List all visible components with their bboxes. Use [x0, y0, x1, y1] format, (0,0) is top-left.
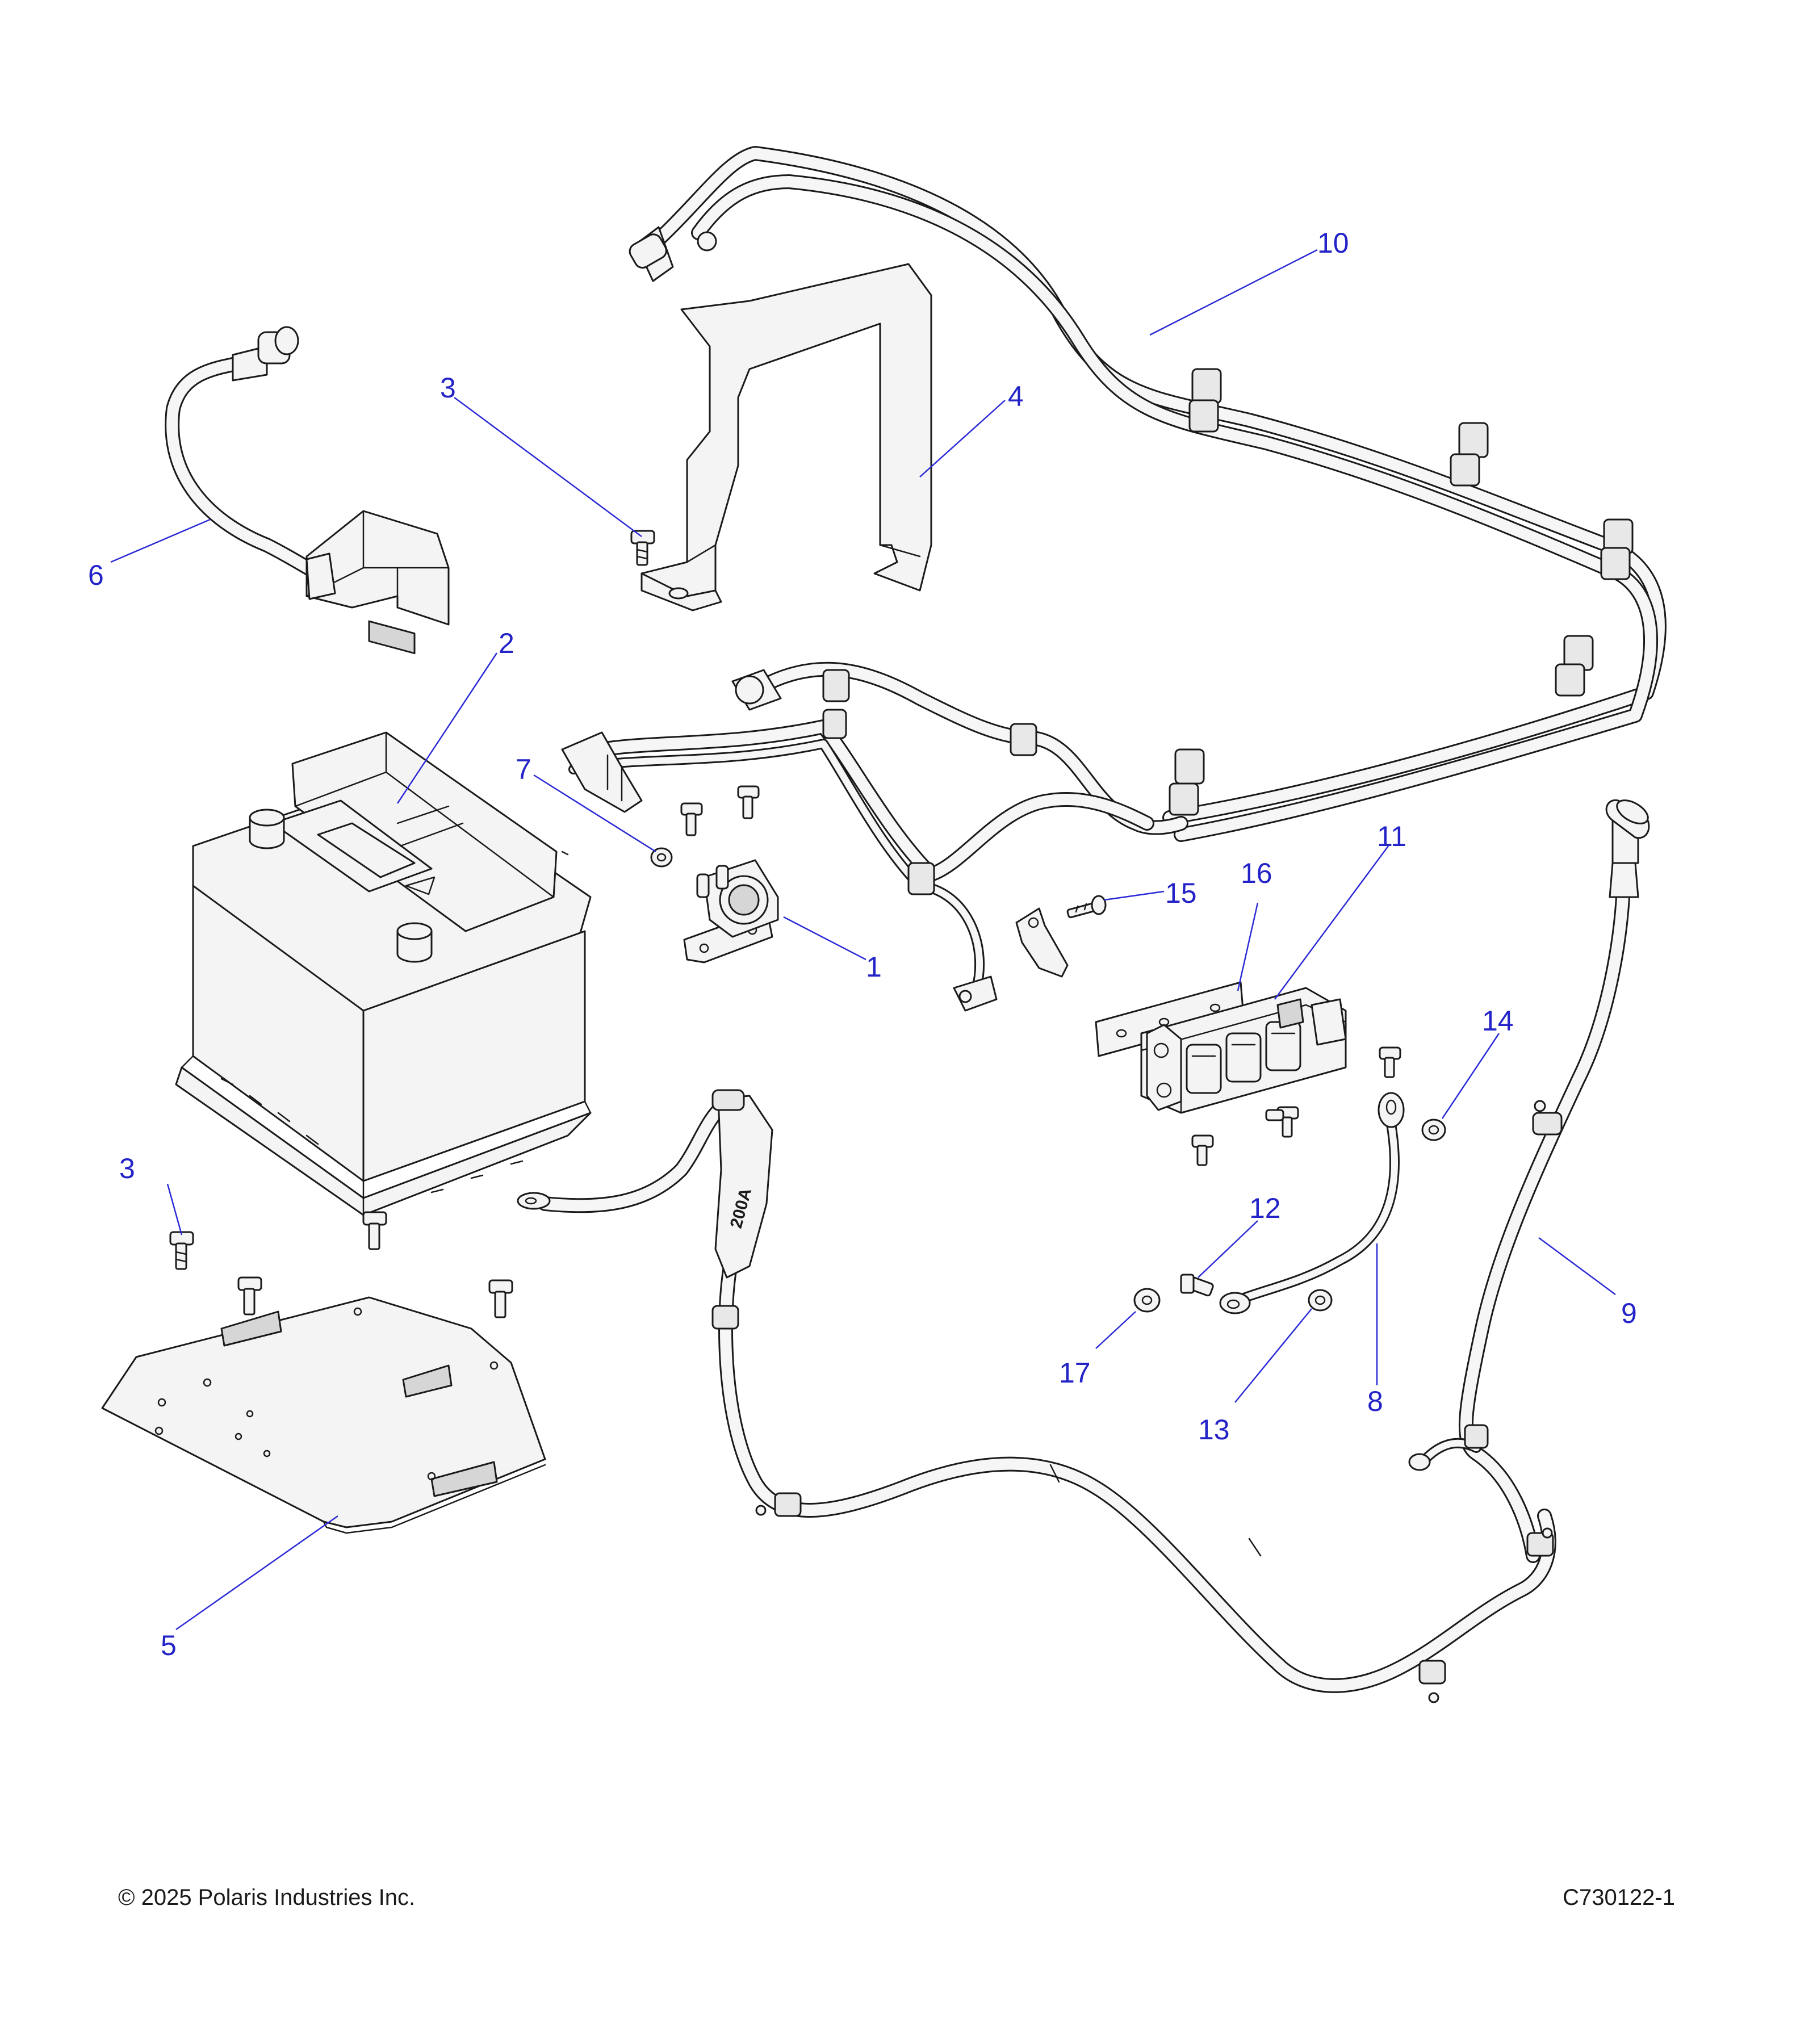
- callout-labels: 1 2 3 3 4 5 6 7 8 9 10 11 12 13 14 15 16…: [88, 227, 1637, 1661]
- callout-14: 14: [1482, 1005, 1514, 1037]
- bolt: [362, 1211, 387, 1250]
- figure-id-text: C730122-1: [1563, 1885, 1675, 1910]
- callout-4: 4: [1008, 380, 1024, 412]
- part-2-battery: [175, 731, 592, 1216]
- part-3-bolts: [169, 530, 760, 1318]
- part-12-bolt: [1180, 1274, 1214, 1297]
- callout-10: 10: [1317, 227, 1349, 259]
- bolt: [680, 802, 703, 836]
- leader-lines: [110, 249, 1616, 1631]
- battery-terminals: [249, 809, 433, 963]
- copyright-text: © 2025 Polaris Industries Inc.: [118, 1885, 415, 1910]
- callout-1: 1: [866, 951, 882, 983]
- bolt: [169, 1231, 194, 1270]
- part-1-solenoid: [683, 859, 779, 964]
- part-17-washer: [1133, 1288, 1161, 1313]
- fused-battery-cable: 200A: [517, 1089, 1556, 1703]
- callout-9: 9: [1621, 1297, 1637, 1329]
- part-8-ground-strap: [1219, 1092, 1405, 1314]
- callout-2: 2: [499, 627, 514, 659]
- part-4-battery-bracket: [640, 263, 932, 611]
- callout-3-lower: 3: [119, 1153, 135, 1184]
- bolt: [488, 1279, 513, 1318]
- part-13-nut: [1308, 1289, 1333, 1312]
- callout-11: 11: [1377, 820, 1406, 852]
- callout-5: 5: [161, 1630, 177, 1661]
- callout-15: 15: [1165, 877, 1197, 909]
- callout-12: 12: [1249, 1192, 1281, 1224]
- bolt: [237, 1276, 262, 1316]
- callout-7: 7: [516, 753, 531, 785]
- ground-bracket: [1015, 907, 1069, 978]
- part-11-fuse-box: [1140, 987, 1401, 1166]
- part-6-cable-cover: [165, 326, 450, 655]
- harness-clamps: [822, 368, 1634, 895]
- callout-16: 16: [1241, 857, 1272, 889]
- part-14-nut: [1421, 1119, 1446, 1141]
- callout-17: 17: [1059, 1357, 1091, 1389]
- tray-holes: [154, 1307, 499, 1481]
- part-7-nut: [650, 847, 673, 868]
- callout-6: 6: [88, 559, 104, 591]
- bolt: [630, 530, 655, 566]
- callout-8: 8: [1367, 1385, 1383, 1417]
- callout-3-upper: 3: [440, 372, 456, 404]
- part-5-battery-tray: [101, 1296, 546, 1534]
- part-9-positive-cable: [1408, 799, 1650, 1563]
- part-15-screw: [1066, 895, 1107, 919]
- relays: [1186, 1021, 1301, 1094]
- callout-13: 13: [1198, 1414, 1230, 1446]
- part-10-harness: [561, 146, 1667, 1012]
- bolt: [737, 785, 760, 819]
